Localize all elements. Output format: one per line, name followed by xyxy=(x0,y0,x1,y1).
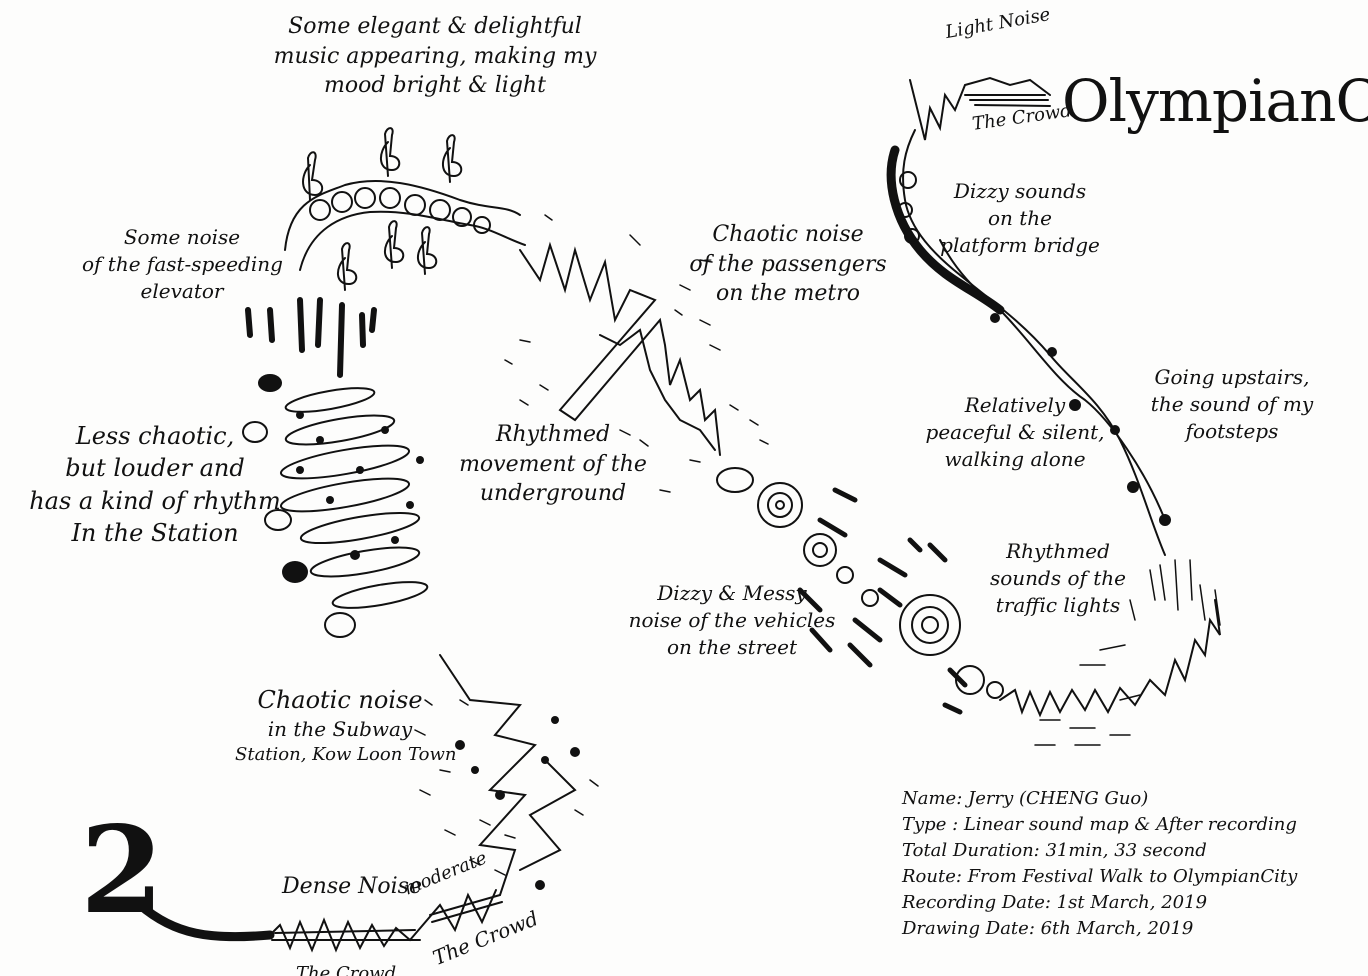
footstep-string-2 xyxy=(939,239,1166,521)
annotation-line: In the Station xyxy=(71,519,239,548)
bridge-coils xyxy=(897,171,920,244)
crowd-lines xyxy=(271,894,503,941)
corner-mark: 2 xyxy=(62,790,182,952)
metro-rhythm-2 xyxy=(599,328,716,451)
annotation-line: but louder and xyxy=(65,454,245,483)
annotation-line: The Crowd xyxy=(296,963,397,976)
annotation-relatively-peaceful: Relatively peaceful & silent, walking al… xyxy=(920,392,1110,473)
annotation-line: platform bridge xyxy=(940,233,1100,257)
annotation-line: the sound of my xyxy=(1150,392,1314,416)
annotation-line: Chaotic noise xyxy=(712,222,864,247)
info-block: Name: Jerry (CHENG Guo) Type : Linear so… xyxy=(902,786,1297,942)
footstep-string xyxy=(902,129,1166,556)
annotation-music: Some elegant & delightful music appearin… xyxy=(270,12,600,101)
annotation-line: Dizzy sounds xyxy=(953,179,1087,203)
annotation-line: noise of the vehicles xyxy=(628,608,836,632)
annotation-elevator: Some noise of the fast-speeding elevator xyxy=(82,224,283,305)
annotation-line: mood bright & light xyxy=(324,73,546,99)
annotation-line: on the street xyxy=(667,635,797,659)
annotation-dizzy-messy: Dizzy & Messy noise of the vehicles on t… xyxy=(622,580,842,661)
annotation-line: on the xyxy=(987,206,1053,230)
annotation-dizzy-platform: Dizzy sounds on the platform bridge xyxy=(940,178,1100,259)
info-type: Type : Linear sound map & After recordin… xyxy=(902,814,1297,835)
loop-coils xyxy=(309,187,491,234)
annotation-line: Dense Noise xyxy=(282,874,422,899)
station-ovals xyxy=(242,387,429,638)
elevator-marks xyxy=(245,297,377,378)
annotation-line: elevator xyxy=(140,279,224,303)
traffic-wave xyxy=(999,599,1221,718)
annotation-rhythmed-underground: Rhythmed movement of the underground xyxy=(448,420,658,509)
vehicle-dashes xyxy=(797,487,968,715)
annotation-dense-noise: Dense Noise xyxy=(282,872,422,902)
annotation-line: in the Subway xyxy=(267,717,413,742)
annotation-line: Rhythmed xyxy=(495,422,611,447)
annotation-line: Dizzy & Messy xyxy=(657,581,807,605)
annotation-line: Chaotic noise xyxy=(257,686,423,714)
annotation-line: Some elegant & delightful xyxy=(288,14,582,39)
annotation-line: has a kind of rhythm xyxy=(29,486,281,515)
annotation-line: of the fast-speeding xyxy=(82,252,283,276)
annotation-line: Going upstairs, xyxy=(1154,365,1310,389)
info-duration: Total Duration: 31min, 33 second xyxy=(902,840,1207,861)
crowd-lines-top xyxy=(964,94,1051,107)
annotation-chaotic-subway: Chaotic noise in the Subway Station, Kow… xyxy=(235,684,457,768)
info-route: Route: From Festival Walk to OlympianCit… xyxy=(902,866,1298,887)
station-dots xyxy=(258,374,580,890)
music-loops xyxy=(284,179,521,251)
annotation-line: Less chaotic, xyxy=(75,422,235,450)
annotation-line: Relatively xyxy=(964,393,1066,417)
vehicle-spirals xyxy=(716,467,1004,699)
metro-rhythm xyxy=(519,241,721,456)
treble-clefs xyxy=(302,127,463,291)
info-recording-date: Recording Date: 1st March, 2019 xyxy=(902,892,1208,913)
traffic-ticks xyxy=(1034,559,1221,746)
annotation-line: Some noise xyxy=(123,225,241,249)
annotation-line: footsteps xyxy=(1185,419,1279,443)
annotation-going-upstairs: Going upstairs, the sound of my footstep… xyxy=(1132,364,1332,445)
info-name: Name: Jerry (CHENG Guo) xyxy=(902,788,1149,809)
tail-stroke xyxy=(135,900,275,942)
annotation-less-chaotic: Less chaotic, but louder and has a kind … xyxy=(20,420,290,550)
annotation-crowd-cut: The Crowd xyxy=(296,962,396,976)
zigzag-rise-2 xyxy=(519,759,577,871)
annotation-line: walking alone xyxy=(944,447,1086,471)
scatter-dashes xyxy=(504,214,769,493)
annotation-line: underground xyxy=(479,481,627,507)
annotation-line: movement of the xyxy=(459,451,647,477)
annotation-line: sounds of the xyxy=(989,566,1127,590)
annotation-line: Rhythmed xyxy=(1006,539,1110,563)
subway-dashes xyxy=(414,699,599,876)
music-loops-inner xyxy=(299,210,526,271)
info-drawing-date: Drawing Date: 6th March, 2019 xyxy=(902,918,1194,939)
annotation-rhythmed-traffic: Rhythmed sounds of the traffic lights xyxy=(978,538,1138,619)
annotation-line: on the metro xyxy=(716,281,860,307)
annotation-line: peaceful & silent, xyxy=(925,420,1105,444)
annotation-line: of the passengers xyxy=(689,251,887,277)
page-title: OlympianCity xyxy=(1062,67,1368,135)
annotation-line: music appearing, making my xyxy=(273,43,597,69)
annotation-chaotic-metro: Chaotic noise of the passengers on the m… xyxy=(688,220,888,309)
annotation-line: traffic lights xyxy=(995,593,1121,617)
crowd-waves-bottom xyxy=(269,889,497,953)
bridge-thick xyxy=(886,145,1005,315)
footstep-dots xyxy=(990,313,1171,526)
annotation-line: Station, Kow Loon Town xyxy=(235,744,457,766)
crowd-waves-top xyxy=(909,76,1051,141)
corner-mark-glyph: 2 xyxy=(80,800,164,941)
zigzag-rise xyxy=(439,654,537,896)
